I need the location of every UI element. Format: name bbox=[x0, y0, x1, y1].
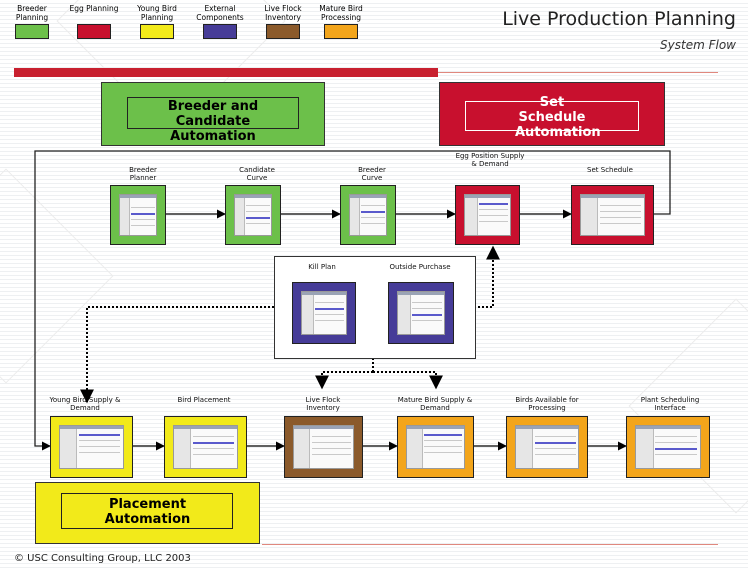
legend-label: Live Flock Inventory bbox=[264, 4, 302, 22]
label-kill-plan: Kill Plan bbox=[308, 263, 336, 271]
screenshot-thumbnail bbox=[349, 194, 387, 236]
label-live-flock: Live Flock Inventory bbox=[305, 396, 341, 412]
placement-automation: Placement Automation bbox=[35, 482, 260, 544]
screenshot-thumbnail bbox=[406, 425, 465, 469]
screenshot-thumbnail bbox=[173, 425, 238, 469]
node-set-schedule[interactable] bbox=[571, 185, 654, 245]
page-title: Live Production Planning bbox=[502, 8, 736, 30]
label-set-schedule: Set Schedule bbox=[587, 166, 633, 174]
dotted-to-young-bird bbox=[80, 306, 274, 404]
header-red-bar bbox=[14, 68, 438, 77]
legend-label: Young Bird Planning bbox=[137, 4, 177, 22]
legend-label: Mature Bird Processing bbox=[319, 4, 363, 22]
loop-line bbox=[34, 150, 671, 451]
screenshot-thumbnail bbox=[515, 425, 579, 469]
screenshot-thumbnail bbox=[234, 194, 272, 236]
automation-label: Placement Automation bbox=[104, 497, 191, 527]
node-birds-available[interactable] bbox=[506, 416, 588, 478]
legend-swatch bbox=[324, 24, 358, 39]
label-egg-position: Egg Position Supply & Demand bbox=[455, 152, 525, 168]
header-thin-line bbox=[438, 72, 718, 73]
label-breeder-planner: Breeder Planner bbox=[129, 166, 157, 182]
node-bird-placement[interactable] bbox=[164, 416, 247, 478]
legend-swatch bbox=[77, 24, 111, 39]
label-bird-placement: Bird Placement bbox=[177, 396, 231, 404]
legend-swatch bbox=[15, 24, 49, 39]
dotted-to-egg-position bbox=[474, 245, 500, 308]
footer-thin-line bbox=[262, 544, 718, 545]
label-breeder-curve: Breeder Curve bbox=[358, 166, 386, 182]
screenshot-thumbnail bbox=[635, 425, 701, 469]
breeder-candidate-automation: Breeder and Candidate Automation bbox=[101, 82, 325, 146]
automation-inner-frame bbox=[61, 493, 233, 529]
automation-inner-frame bbox=[465, 101, 639, 131]
screenshot-thumbnail bbox=[119, 194, 157, 236]
node-outside-purchase[interactable] bbox=[388, 282, 454, 344]
node-plant-scheduling[interactable] bbox=[626, 416, 710, 478]
legend-swatch bbox=[140, 24, 174, 39]
label-outside-purchase: Outside Purchase bbox=[389, 263, 451, 271]
legend-breeder-planning: Breeder Planning bbox=[4, 4, 60, 39]
legend-external-components: External Components bbox=[192, 4, 248, 39]
legend-label: Egg Planning bbox=[69, 4, 119, 13]
label-plant-scheduling: Plant Scheduling Interface bbox=[640, 396, 700, 412]
label-candidate-curve: Candidate Curve bbox=[239, 166, 275, 182]
automation-inner-frame bbox=[127, 97, 299, 129]
legend-mature-bird-processing: Mature Bird Processing bbox=[313, 4, 369, 39]
copyright-text: © USC Consulting Group, LLC 2003 bbox=[14, 553, 191, 564]
legend-swatch bbox=[203, 24, 237, 39]
screenshot-thumbnail bbox=[301, 291, 347, 335]
node-live-flock[interactable] bbox=[284, 416, 363, 478]
automation-label: Breeder and Candidate Automation bbox=[167, 99, 259, 144]
node-candidate-curve[interactable] bbox=[225, 185, 281, 245]
node-breeder-planner[interactable] bbox=[110, 185, 166, 245]
external-components-box: Kill Plan Outside Purchase bbox=[274, 256, 476, 359]
label-birds-available: Birds Available for Processing bbox=[515, 396, 579, 412]
label-mature-bird: Mature Bird Supply & Demand bbox=[397, 396, 473, 412]
legend-egg-planning: Egg Planning bbox=[66, 4, 122, 39]
label-young-bird: Young Bird Supply & Demand bbox=[49, 396, 121, 412]
dotted-to-mature-bird bbox=[373, 371, 443, 390]
node-egg-position[interactable] bbox=[455, 185, 520, 245]
page-subtitle: System Flow bbox=[660, 38, 736, 52]
set-schedule-automation: Set Schedule Automation bbox=[439, 82, 665, 146]
node-kill-plan[interactable] bbox=[292, 282, 356, 344]
automation-label: Set Schedule Automation bbox=[515, 95, 601, 140]
node-breeder-curve[interactable] bbox=[340, 185, 396, 245]
screenshot-thumbnail bbox=[580, 194, 645, 236]
screenshot-thumbnail bbox=[293, 425, 354, 469]
legend-swatch bbox=[266, 24, 300, 39]
screenshot-thumbnail bbox=[464, 194, 511, 236]
dotted-to-live-flock bbox=[315, 371, 373, 390]
legend-live-flock-inventory: Live Flock Inventory bbox=[255, 4, 311, 39]
node-young-bird[interactable] bbox=[50, 416, 133, 478]
screenshot-thumbnail bbox=[397, 291, 445, 335]
node-mature-bird[interactable] bbox=[397, 416, 474, 478]
screenshot-thumbnail bbox=[59, 425, 124, 469]
legend-label: External Components bbox=[196, 4, 244, 22]
legend-young-bird-planning: Young Bird Planning bbox=[129, 4, 185, 39]
legend-label: Breeder Planning bbox=[15, 4, 49, 22]
